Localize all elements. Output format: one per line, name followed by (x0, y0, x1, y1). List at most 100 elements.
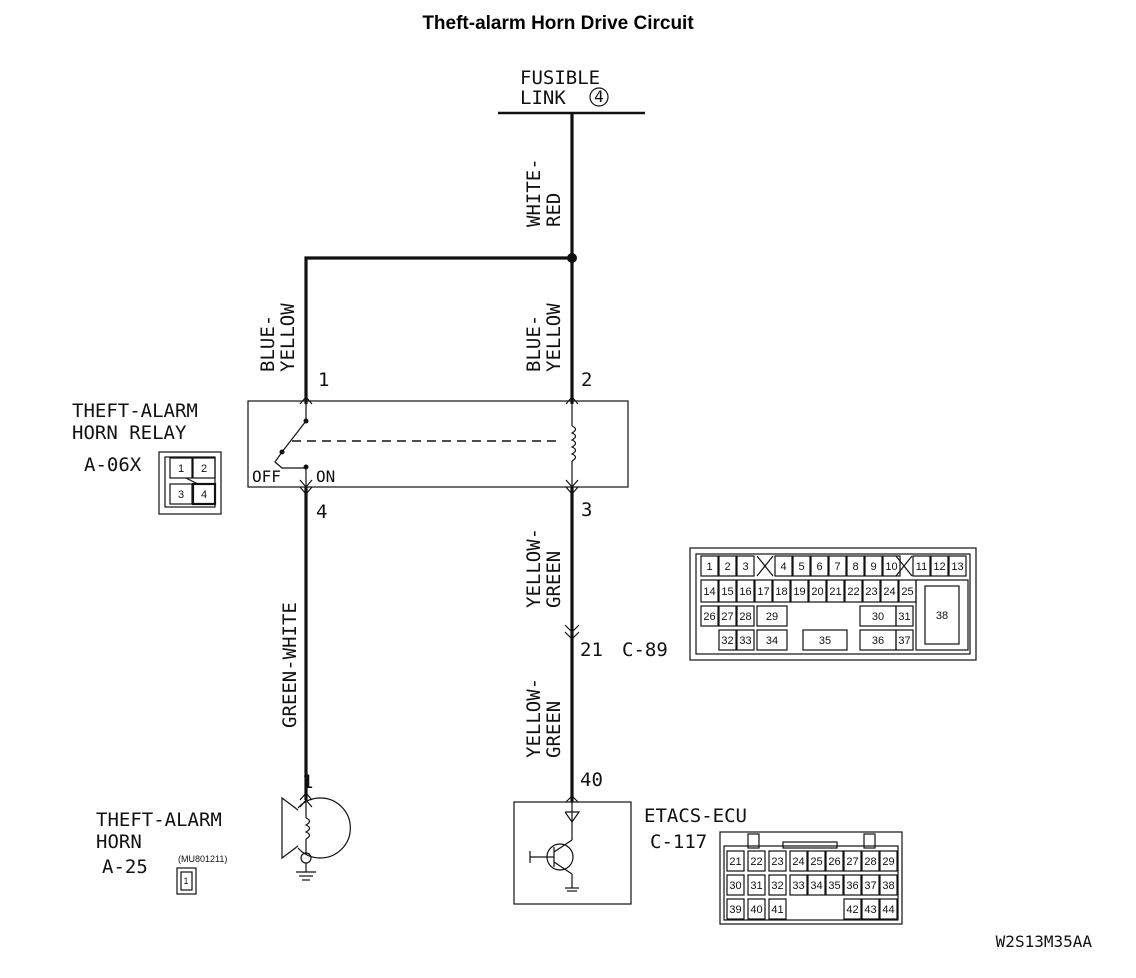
c89-pin-35: 35 (819, 635, 831, 647)
c89-pin-18: 18 (775, 586, 787, 598)
c89-pin-36: 36 (872, 635, 884, 647)
c117-pin-30-cell (726, 874, 745, 896)
wire-label-white-red-2: RED (543, 193, 565, 227)
diagram-title: Theft-alarm Horn Drive Circuit (422, 13, 694, 34)
relay-pin-3: 3 (581, 499, 592, 521)
c89-pin-19: 19 (793, 586, 805, 598)
c117-pin-25-cell (807, 850, 826, 872)
c89-pin-14-cell (700, 579, 719, 603)
ecu-pin: 40 (580, 769, 603, 791)
c89-pin-26-cell (700, 605, 719, 627)
c89-pin-10-cell (882, 555, 901, 577)
relay-conn-pin-2: 2 (201, 463, 207, 475)
c89-pin-5-cell (792, 555, 811, 577)
c117-pin-36-cell (843, 874, 862, 896)
c89-pin-21: 21 (829, 586, 841, 598)
c117-pin-43: 43 (864, 904, 876, 916)
c89-pin-14: 14 (703, 586, 715, 598)
c117-pin-34: 34 (810, 880, 822, 892)
figure-code: W2S13M35AA (996, 932, 1093, 951)
c89-pin-7: 7 (834, 561, 840, 573)
relay-off-label: OFF (252, 467, 281, 486)
c117-pin-28: 28 (864, 856, 876, 868)
c117-pin-41: 41 (771, 904, 783, 916)
c89-pin-37: 37 (898, 635, 910, 647)
c117-pin-26: 26 (828, 856, 840, 868)
c89-pin-32: 32 (721, 635, 733, 647)
c117-pin-40: 40 (750, 904, 762, 916)
c89-pin-33-cell (736, 629, 755, 651)
c117-pin-34-cell (807, 874, 826, 896)
c89-pin-29: 29 (766, 611, 778, 623)
c117-pin-27-cell (843, 850, 862, 872)
c89-pin-26: 26 (703, 611, 715, 623)
horn-connector-pin: 1 (183, 876, 188, 886)
c117-pin-31: 31 (750, 880, 762, 892)
fusible-link-label-2: LINK (520, 87, 566, 109)
c117-pin-42: 42 (846, 904, 858, 916)
c89-pin-9-cell (864, 555, 883, 577)
junction-pin: 21 (580, 639, 603, 661)
c117-pin-38: 38 (882, 880, 894, 892)
c89-pin-34-cell (756, 629, 788, 651)
fusible-link-number: 4 (594, 87, 604, 106)
c117-pin-35: 35 (828, 880, 840, 892)
c117-pin-22: 22 (750, 856, 762, 868)
c117-pin-29: 29 (882, 856, 894, 868)
c117-pin-41-cell (768, 898, 787, 920)
c117-pin-40-cell (747, 898, 766, 920)
c89-pin-28: 28 (739, 611, 751, 623)
c89-pin-1: 1 (706, 561, 712, 573)
c117-pin-39-cell (726, 898, 745, 920)
c89-pin-19-cell (790, 579, 809, 603)
relay-pin-4: 4 (316, 501, 327, 523)
relay-on-label: ON (316, 467, 335, 486)
c89-pin-8: 8 (852, 561, 858, 573)
c117-pin-43-cell (861, 898, 880, 920)
wire-label-blue-yellow-right-2: YELLOW (543, 303, 565, 372)
c89-pin-31-cell (895, 605, 914, 627)
c89-pin-7-cell (828, 555, 847, 577)
c89-pin-17-cell (754, 579, 773, 603)
relay-pin-1: 1 (318, 369, 329, 391)
c89-pin-35-cell (802, 629, 848, 651)
c89-pin-10: 10 (885, 561, 897, 573)
c89-pin-2: 2 (724, 561, 730, 573)
c89-pin-16: 16 (739, 586, 751, 598)
c117-pin-42-cell (843, 898, 862, 920)
c89-pin-11: 11 (916, 561, 927, 573)
c89-pin-8-cell (846, 555, 865, 577)
c117-pin-24-cell (789, 850, 808, 872)
c89-pin-30: 30 (872, 611, 884, 623)
c89-pin-12-cell (930, 555, 949, 577)
c117-pin-36: 36 (846, 880, 858, 892)
c117-pin-21: 21 (729, 856, 741, 868)
c89-pin-5: 5 (798, 561, 804, 573)
c117-pin-32: 32 (771, 880, 783, 892)
c89-pin-38: 38 (936, 610, 948, 622)
c89-pin-4: 4 (780, 561, 786, 573)
ecu-arrow (565, 795, 579, 803)
c117-pin-22-cell (747, 850, 766, 872)
c89-pin-6: 6 (816, 561, 822, 573)
c89-pin-3-cell (736, 555, 755, 577)
c89-pin-24-cell (880, 579, 899, 603)
c117-pin-44: 44 (882, 904, 894, 916)
c117-pin-24: 24 (792, 856, 804, 868)
c89-pin-27: 27 (721, 611, 733, 623)
c117-pin-39: 39 (729, 904, 741, 916)
relay-box (247, 400, 629, 488)
wire-label-blue-yellow-left-2: YELLOW (277, 303, 299, 372)
wire-label-green-white: GREEN-WHITE (279, 602, 301, 728)
c117-pin-29-cell (879, 850, 898, 872)
c89-pin-13-cell (948, 555, 967, 577)
c89-pin-11-cell (912, 555, 931, 577)
wire-label-white-red-1: WHITE- (523, 158, 545, 227)
c89-pin-31: 31 (898, 611, 910, 623)
c117-pin-30: 30 (729, 880, 741, 892)
c117-pin-25: 25 (810, 856, 822, 868)
c117-pin-27: 27 (846, 856, 858, 868)
c89-pin-17: 17 (757, 586, 769, 598)
c89-pin-27-cell (718, 605, 737, 627)
